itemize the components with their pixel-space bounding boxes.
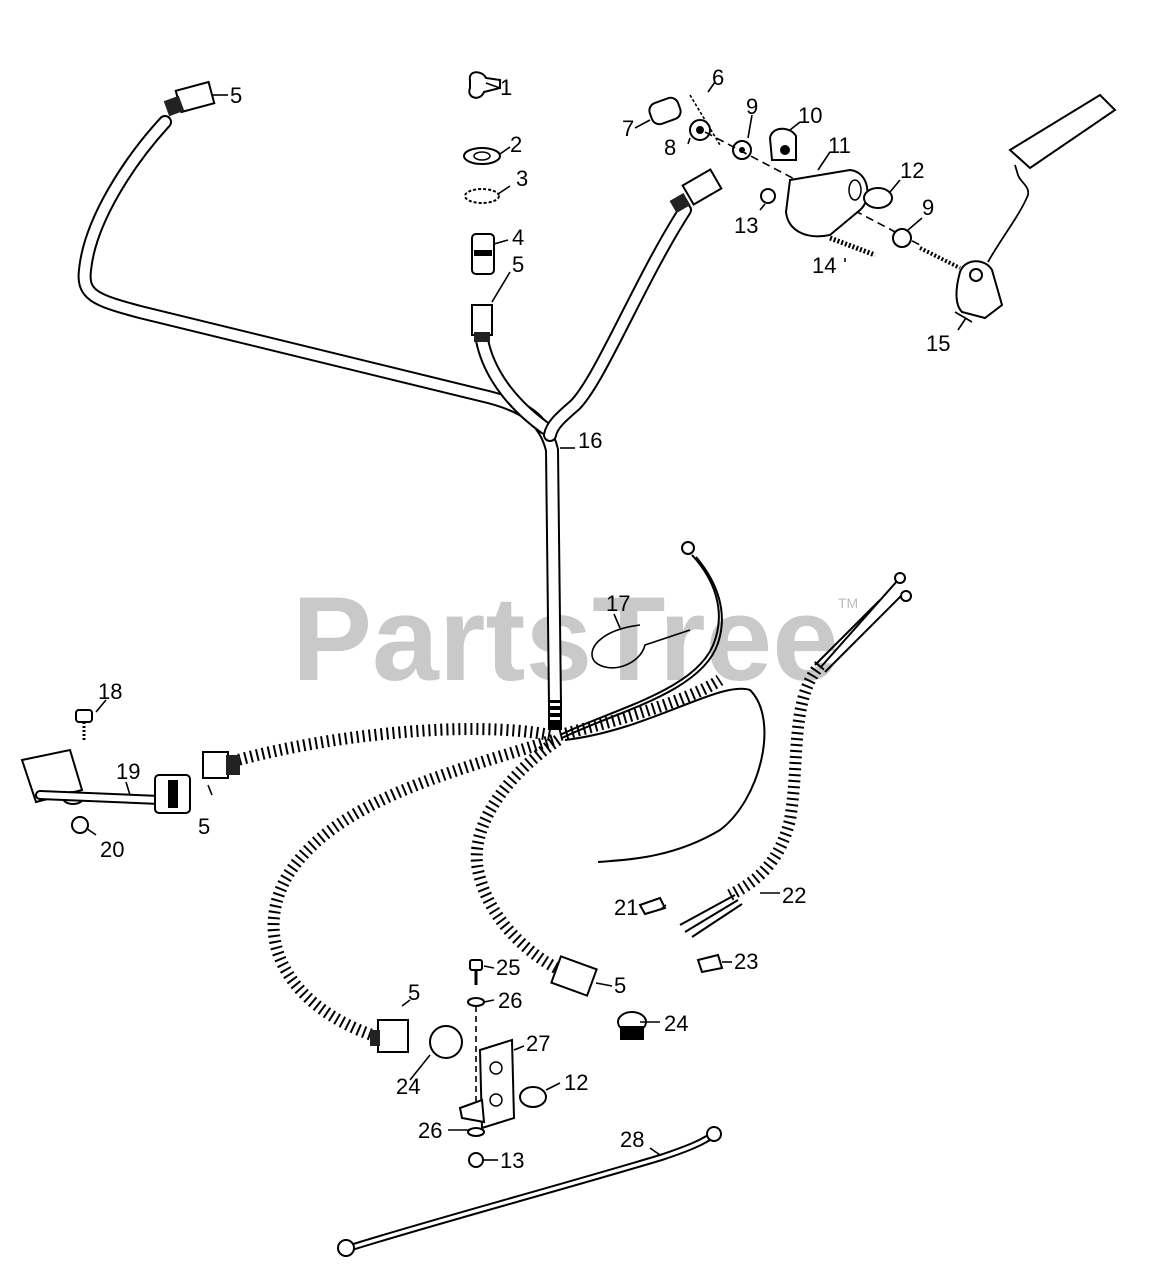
callout-labels: 5 1 2 3 4 5 6 7 8 9 10 11 12 13 9 14 15 … (98, 65, 950, 1173)
callout-26: 26 (498, 988, 522, 1013)
safety-switch-assembly (648, 93, 1117, 323)
watermark-tm: TM (838, 595, 858, 611)
main-harness (77, 115, 692, 730)
callout-27: 27 (526, 1031, 550, 1056)
callout-19: 19 (116, 759, 140, 784)
harness-branch-lower (470, 735, 563, 976)
callout-5: 5 (512, 252, 524, 277)
callout-5: 5 (408, 980, 420, 1005)
callout-7: 7 (622, 116, 634, 141)
callout-5: 5 (614, 973, 626, 998)
callout-25: 25 (496, 955, 520, 980)
callout-9: 9 (746, 94, 758, 119)
ignition-parts (463, 71, 501, 342)
callout-5: 5 (230, 83, 242, 108)
callout-21: 21 (614, 895, 638, 920)
callout-6: 6 (712, 65, 724, 90)
callout-8: 8 (664, 135, 676, 160)
callout-18: 18 (98, 679, 122, 704)
terminals (638, 896, 724, 974)
bracket-hardware (458, 959, 547, 1168)
harness-branch-left (236, 723, 552, 766)
callout-24: 24 (664, 1011, 688, 1036)
callout-20: 20 (100, 837, 124, 862)
callout-23: 23 (734, 949, 758, 974)
callout-14: 14 (812, 253, 836, 278)
leader-lines (85, 81, 967, 1161)
callout-15: 15 (926, 331, 950, 356)
callout-13: 13 (500, 1148, 524, 1173)
callout-24: 24 (396, 1074, 420, 1099)
callout-2: 2 (510, 132, 522, 157)
callout-11: 11 (828, 133, 851, 158)
callout-12: 12 (900, 158, 924, 183)
callout-4: 4 (512, 225, 524, 250)
connector-top-right (669, 168, 723, 214)
callout-12: 12 (564, 1070, 588, 1095)
callout-1: 1 (500, 75, 512, 100)
callout-28: 28 (620, 1127, 644, 1152)
callout-5: 5 (198, 814, 210, 839)
ground-strap-28 (337, 1126, 722, 1257)
callout-10: 10 (798, 103, 822, 128)
connector-top-left (163, 80, 216, 117)
callout-17: 17 (606, 591, 630, 616)
callout-16: 16 (578, 428, 602, 453)
watermark: PartsTree (292, 572, 839, 706)
callout-3: 3 (516, 166, 528, 191)
switches-24 (429, 1011, 647, 1059)
callout-22: 22 (782, 883, 806, 908)
callout-9: 9 (922, 195, 934, 220)
callout-13: 13 (734, 213, 758, 238)
connector-19-assembly (20, 709, 240, 834)
callout-26: 26 (418, 1118, 442, 1143)
lower-connectors (370, 955, 598, 1053)
